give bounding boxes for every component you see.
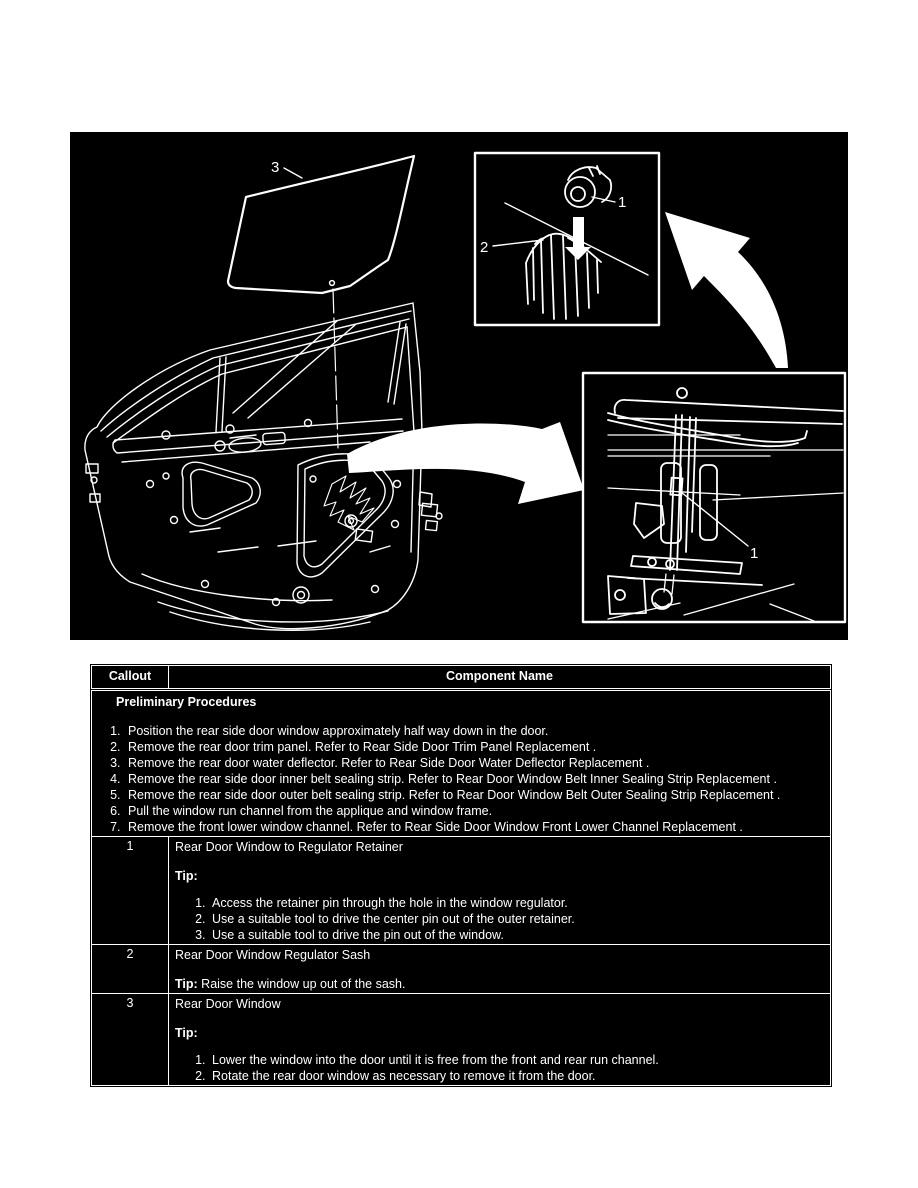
press-down-arrow xyxy=(565,217,591,260)
tip-text: Raise the window up out of the sash. xyxy=(201,977,406,991)
arrow-to-retainer-inset xyxy=(665,212,788,368)
tip-step: Use a suitable tool to drive the pin out… xyxy=(209,927,824,943)
component-table: Callout Component Name Preliminary Proce… xyxy=(88,662,834,1089)
procedure-step: Remove the rear side door outer belt sea… xyxy=(124,787,824,803)
callout-number: 1 xyxy=(91,836,169,945)
callout-2-sash: 2 xyxy=(480,239,488,256)
tip-label: Tip: xyxy=(175,977,198,991)
preliminary-steps: Position the rear side door window appro… xyxy=(98,723,824,835)
procedure-step: Remove the rear door water deflector. Re… xyxy=(124,755,824,771)
procedure-step: Pull the window run channel from the app… xyxy=(124,803,824,819)
tip-label: Tip: xyxy=(175,869,198,883)
procedure-step: Remove the rear door trim panel. Refer t… xyxy=(124,739,824,755)
regulator-inset: 1 xyxy=(581,371,847,624)
rear-door-window-glass: 3 xyxy=(226,154,416,449)
procedure-step: Remove the rear side door inner belt sea… xyxy=(124,771,824,787)
component-name: Rear Door Window Regulator Sash xyxy=(175,948,371,962)
table-header-row: Callout Component Name xyxy=(91,665,831,691)
header-component-name: Component Name xyxy=(168,665,831,691)
door-window-illustration: 3 xyxy=(70,132,848,640)
callout-1-pin: 1 xyxy=(618,194,626,211)
tip-step: Use a suitable tool to drive the center … xyxy=(209,911,824,927)
tip-step: Access the retainer pin through the hole… xyxy=(209,895,824,911)
component-name: Rear Door Window to Regulator Retainer xyxy=(175,840,403,854)
retainer-pin-inset: 1 2 xyxy=(473,151,661,327)
component-name: Rear Door Window xyxy=(175,997,281,1011)
tip-label: Tip: xyxy=(175,1026,198,1040)
procedure-step: Remove the front lower window channel. R… xyxy=(124,819,824,835)
illustration-canvas: 3 xyxy=(84,151,847,631)
procedure-step: Position the rear side door window appro… xyxy=(124,723,824,739)
tip-step: Lower the window into the door until it … xyxy=(209,1052,824,1068)
component-row-1: 1 Rear Door Window to Regulator Retainer… xyxy=(91,836,831,945)
preliminary-title: Preliminary Procedures xyxy=(116,695,257,709)
callout-3-glass: 3 xyxy=(271,159,279,176)
tip-steps: Access the retainer pin through the hole… xyxy=(187,895,824,943)
preliminary-procedures-row: Preliminary Procedures Position the rear… xyxy=(91,689,831,837)
component-row-3: 3 Rear Door Window Tip: Lower the window… xyxy=(91,993,831,1086)
header-callout: Callout xyxy=(91,665,169,691)
arrow-to-regulator-inset xyxy=(347,422,584,504)
callout-1-regulator-clip: 1 xyxy=(750,545,758,562)
callout-number: 2 xyxy=(91,944,169,994)
callout-number: 3 xyxy=(91,993,169,1086)
tip-steps: Lower the window into the door until it … xyxy=(187,1052,824,1084)
tip-step: Rotate the rear door window as necessary… xyxy=(209,1068,824,1084)
component-row-2: 2 Rear Door Window Regulator Sash Tip: R… xyxy=(91,944,831,994)
